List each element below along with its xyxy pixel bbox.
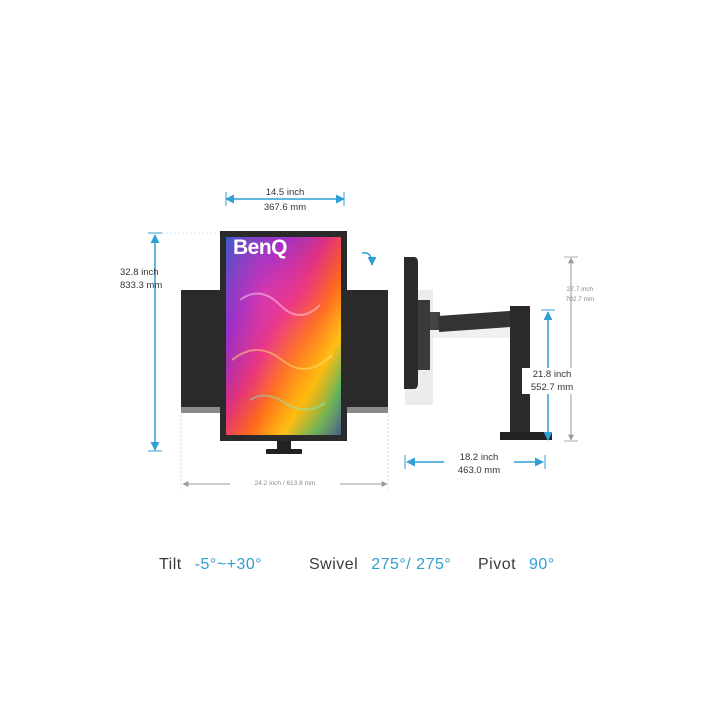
spec-swivel: Swivel 275°/ 275° <box>309 556 451 574</box>
spec-tilt-value: -5°~+30° <box>194 556 263 573</box>
brand-logo: BenQ <box>233 236 288 259</box>
spec-pivot: Pivot 90° <box>478 556 555 574</box>
portrait-width-inch: 14.5 inch <box>265 187 305 198</box>
depth-mm: 463.0 mm <box>457 465 501 476</box>
side-height-min-mm: 552.7 mm <box>530 382 574 393</box>
side-height-max-label: 27.7 inch 702.7 mm <box>550 285 610 305</box>
landscape-width-label: 24.2 inch / 613.8 mm <box>230 479 340 489</box>
spec-swivel-label: Swivel <box>309 556 359 573</box>
depth-label: 18.2 inch 463.0 mm <box>444 451 514 477</box>
spec-pivot-value: 90° <box>529 556 555 573</box>
portrait-width-label: 14.5 inch <box>245 186 325 199</box>
spec-swivel-value: 275°/ 275° <box>371 556 452 573</box>
side-height-max-mm: 702.7 mm <box>565 296 595 303</box>
height-max-label: 32.8 inch 833.3 mm <box>120 266 195 292</box>
side-height-min-label: 21.8 inch 552.7 mm <box>522 368 582 394</box>
spec-tilt-label: Tilt <box>159 556 182 573</box>
portrait-width-mm: 367.6 mm <box>263 202 307 213</box>
spec-tilt: Tilt -5°~+30° <box>159 556 262 574</box>
pivot-arrow-icon <box>361 252 377 266</box>
spec-pivot-label: Pivot <box>478 556 517 573</box>
side-height-min-inch: 21.8 inch <box>532 369 572 380</box>
height-max-mm: 833.3 mm <box>120 280 163 291</box>
portrait-monitor <box>220 231 347 454</box>
side-view-monitor <box>404 257 552 440</box>
depth-inch: 18.2 inch <box>459 452 499 463</box>
height-max-inch: 32.8 inch <box>120 267 159 278</box>
side-height-max-inch: 27.7 inch <box>566 286 594 293</box>
